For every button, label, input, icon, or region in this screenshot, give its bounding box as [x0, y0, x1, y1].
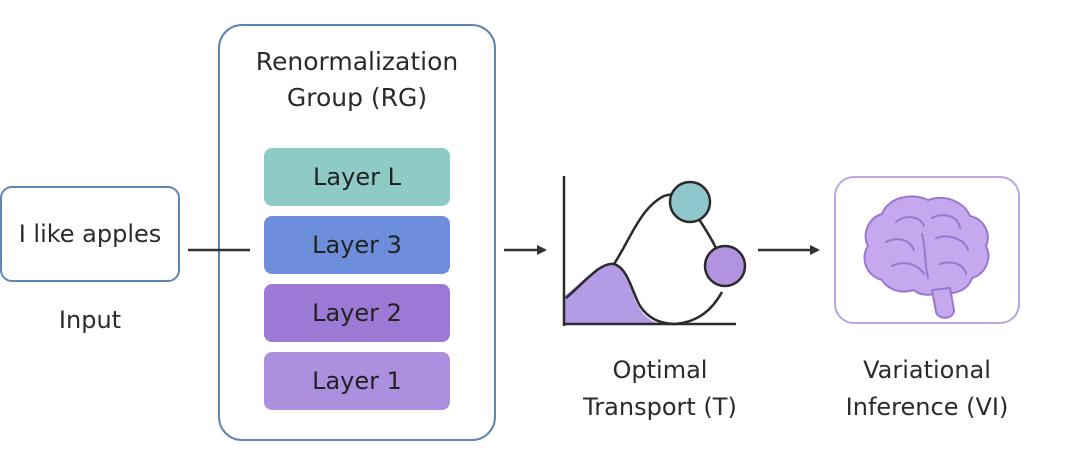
- layer-2-label: Layer 2: [312, 299, 402, 327]
- vi-caption-line1: Variational: [863, 356, 991, 384]
- vi-icon-box: [834, 176, 1020, 324]
- rg-title: Renormalization Group (RG): [218, 44, 496, 116]
- transport-curve: [565, 262, 724, 326]
- layer-3: Layer 3: [264, 216, 450, 274]
- layer-1: Layer 1: [264, 352, 450, 410]
- layer-2: Layer 2: [264, 284, 450, 342]
- layer-l-label: Layer L: [313, 163, 401, 191]
- layer-3-label: Layer 3: [312, 231, 402, 259]
- optimal-transport-plot: [562, 176, 747, 326]
- teal-node-icon: [668, 180, 712, 224]
- brain-icon: [863, 195, 990, 319]
- input-caption: Input: [58, 306, 122, 334]
- vi-caption-line2: Inference (VI): [845, 393, 1009, 421]
- input-box: I like apples: [0, 186, 180, 282]
- layer-l: Layer L: [264, 148, 450, 206]
- input-text: I like apples: [18, 220, 162, 248]
- layer-1-label: Layer 1: [312, 367, 402, 395]
- ot-caption: Optimal Transport (T): [560, 352, 760, 426]
- ot-caption-line2: Transport (T): [583, 393, 737, 421]
- ot-caption-line1: Optimal: [612, 356, 708, 384]
- density-area: [564, 263, 666, 324]
- rg-title-line1: Renormalization: [255, 47, 459, 76]
- rg-title-line2: Group (RG): [286, 83, 428, 112]
- vi-caption: Variational Inference (VI): [816, 352, 1038, 426]
- purple-node-icon: [703, 244, 747, 288]
